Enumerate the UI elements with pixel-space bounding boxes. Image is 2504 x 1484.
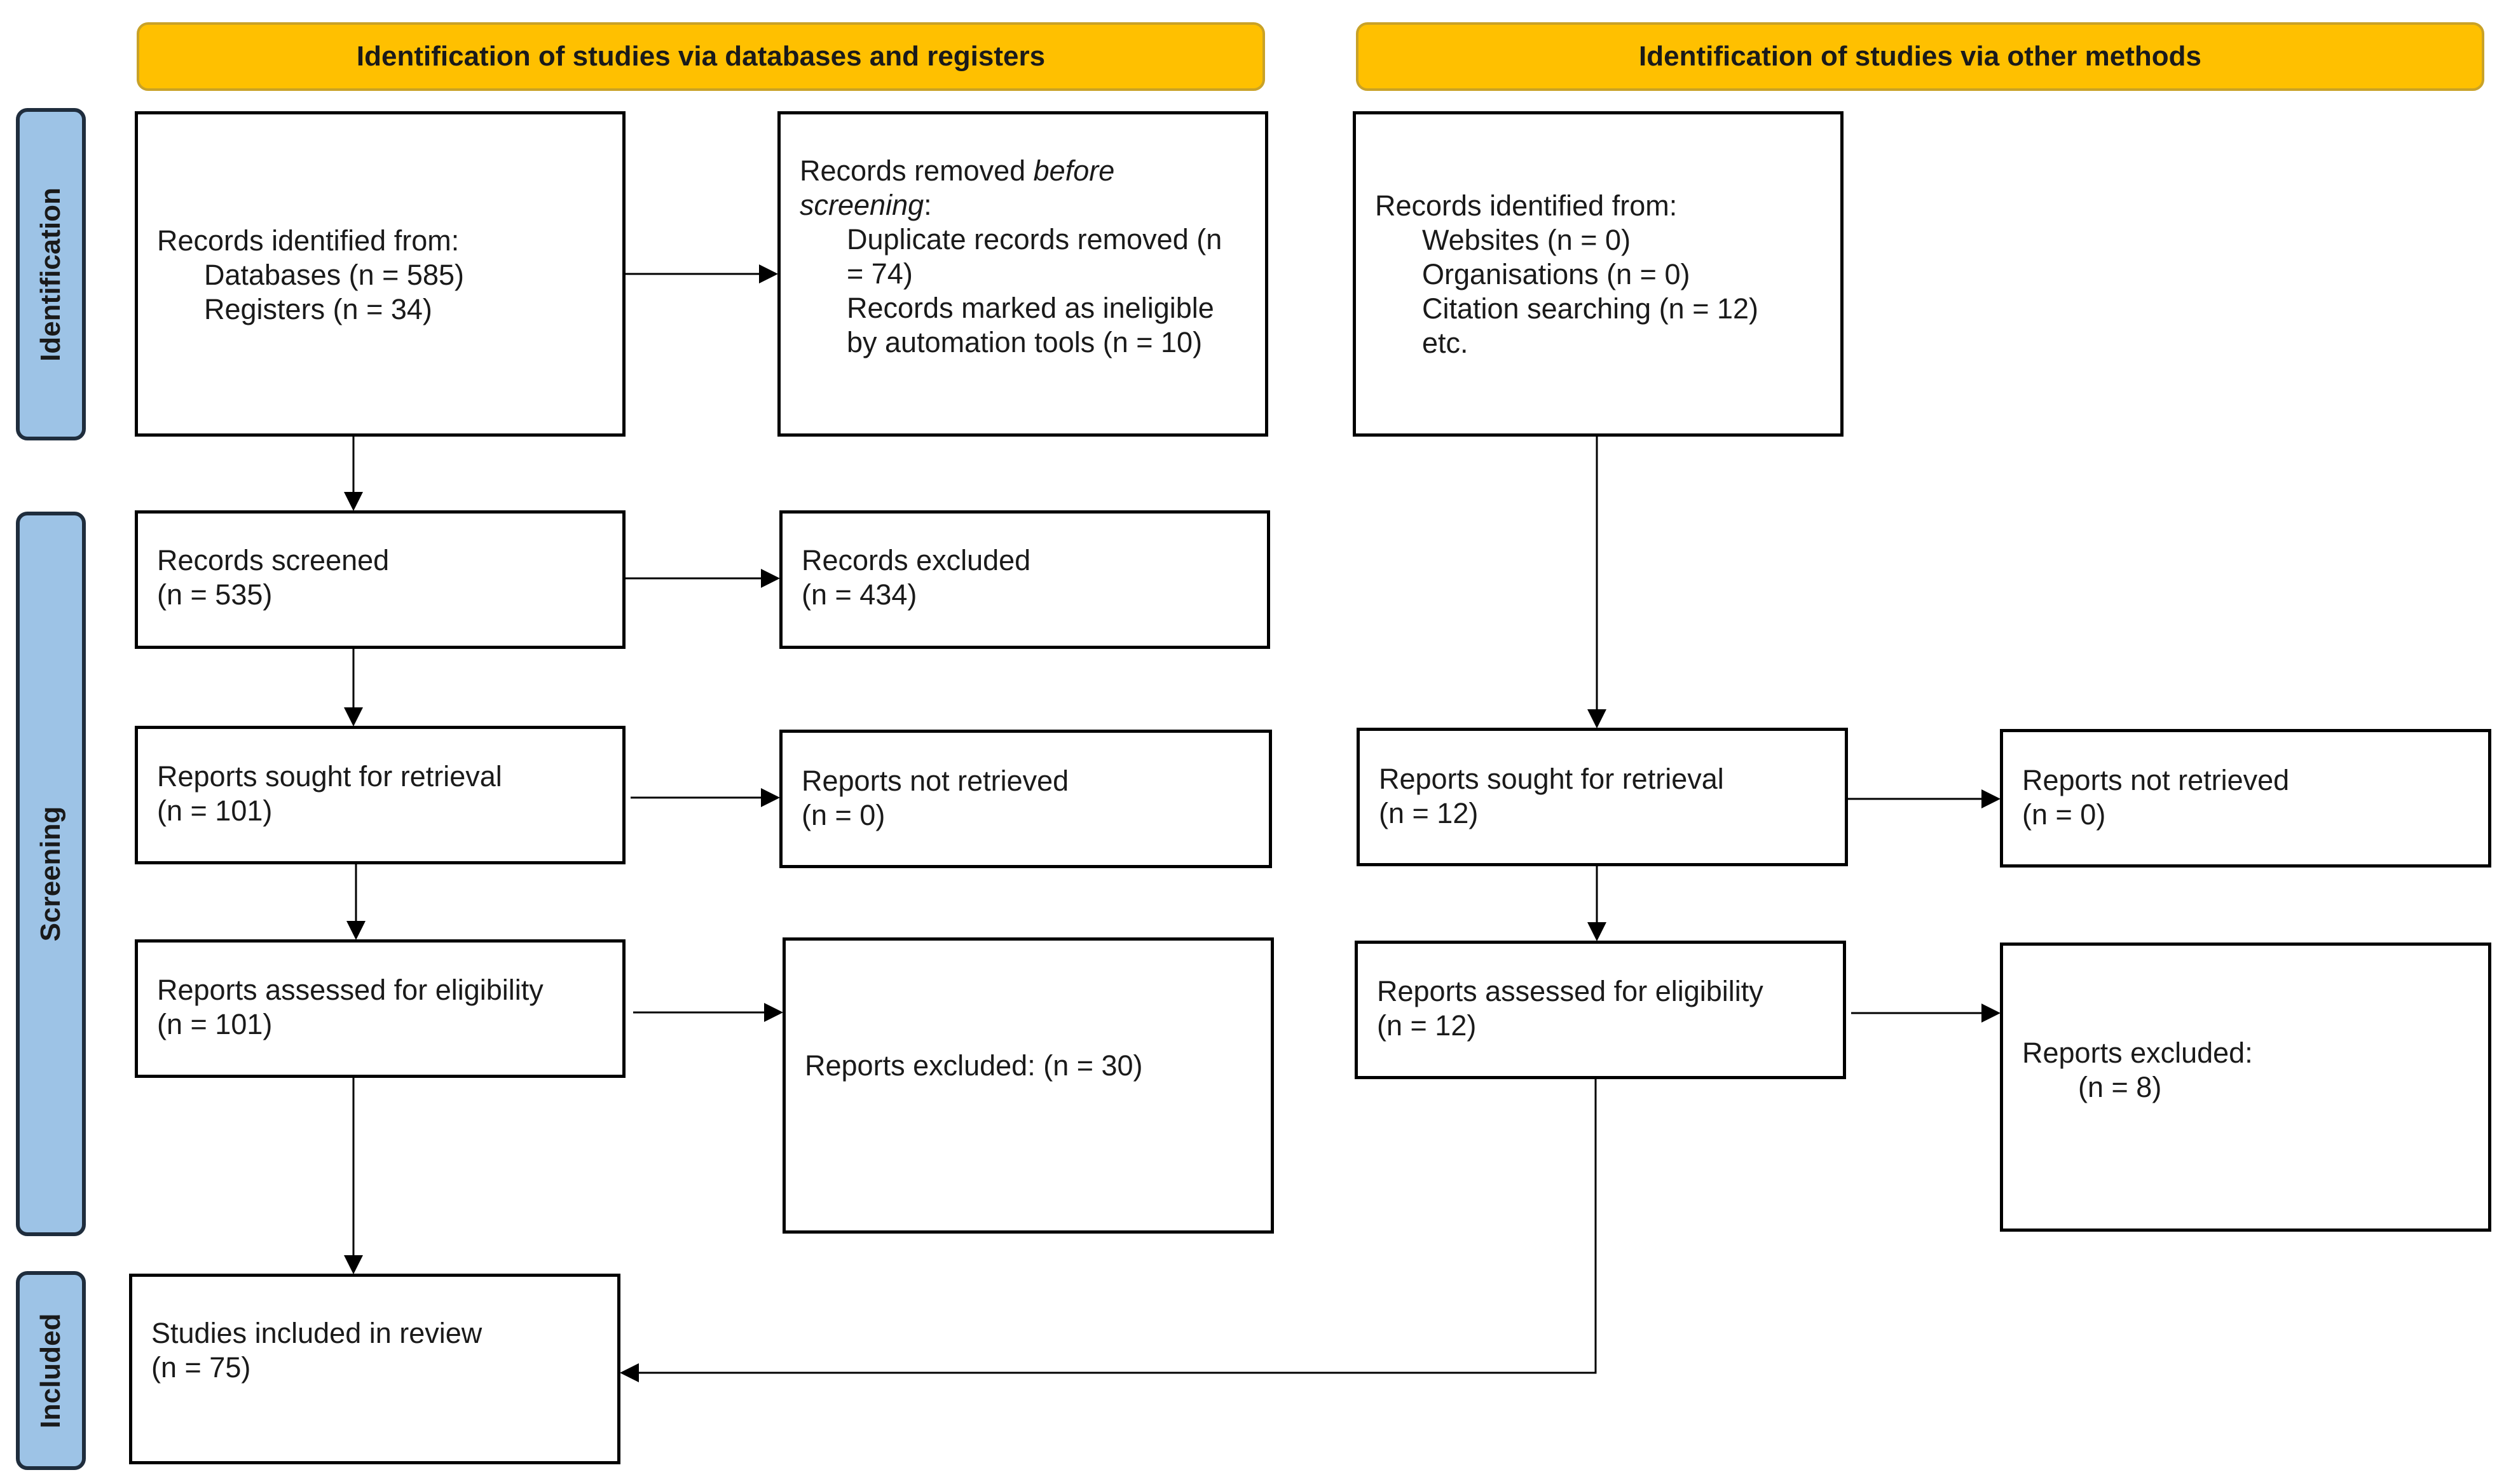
etc-label: etc. (1422, 327, 1468, 359)
records-removed-title-cont: screening: (800, 189, 932, 221)
reports-assessed-box-right: Reports assessed for eligibility (n = 12… (1355, 941, 1846, 1079)
registers-count: Registers (n = 34) (204, 293, 432, 325)
ineligible-line1: Records marked as ineligible (847, 292, 1214, 324)
reports-sought-label-right: Reports sought for retrieval (1379, 763, 1724, 795)
records-identified-intro: Records identified from: (157, 224, 460, 257)
stage-identification: Identification (16, 108, 86, 440)
reports-excluded-box-right: Reports excluded: (n = 8) (2000, 943, 2491, 1232)
reports-sought-count: (n = 101) (157, 794, 273, 827)
records-removed-box: Records removed before screening: Duplic… (777, 111, 1268, 437)
studies-included-label: Studies included in review (151, 1317, 482, 1349)
records-excluded-label: Records excluded (802, 544, 1031, 576)
arrow-assessed-right-to-included (620, 1079, 1597, 1382)
records-removed-title: Records removed before (800, 154, 1115, 187)
stage-screening: Screening (16, 512, 86, 1236)
header-other-label: Identification of studies via other meth… (1639, 41, 2201, 72)
reports-not-retrieved-count: (n = 0) (802, 799, 886, 831)
records-excluded-count: (n = 434) (802, 578, 917, 611)
studies-included-box: Studies included in review (n = 75) (129, 1274, 620, 1464)
reports-excluded-box-left: Reports excluded: (n = 30) (783, 937, 1274, 1234)
duplicates-removed-line2: = 74) (847, 257, 913, 290)
other-identified-intro: Records identified from: (1375, 189, 1678, 222)
reports-excluded-label: Reports excluded: (n = 30) (805, 1049, 1143, 1082)
header-databases-registers: Identification of studies via databases … (137, 22, 1265, 91)
reports-not-retrieved-label: Reports not retrieved (802, 765, 1069, 797)
header-other-methods: Identification of studies via other meth… (1356, 22, 2484, 91)
records-identified-databases-box: Records identified from: Databases (n = … (135, 111, 626, 437)
records-screened-box: Records screened (n = 535) (135, 510, 626, 649)
reports-sought-count-right: (n = 12) (1379, 797, 1479, 829)
reports-excluded-label-right: Reports excluded: (2022, 1037, 2253, 1069)
reports-not-retrieved-count-right: (n = 0) (2022, 798, 2106, 831)
reports-excluded-count-right: (n = 8) (2078, 1071, 2162, 1103)
reports-assessed-label-right: Reports assessed for eligibility (1377, 975, 1763, 1007)
records-screened-label: Records screened (157, 544, 390, 576)
ineligible-line2: by automation tools (n = 10) (847, 326, 1203, 358)
reports-assessed-label: Reports assessed for eligibility (157, 974, 544, 1006)
databases-count: Databases (n = 585) (204, 259, 464, 291)
citation-searching-count: Citation searching (n = 12) (1422, 292, 1759, 325)
duplicates-removed-line1: Duplicate records removed (n (847, 223, 1222, 255)
reports-assessed-box-left: Reports assessed for eligibility (n = 10… (135, 939, 626, 1078)
organisations-count: Organisations (n = 0) (1422, 258, 1690, 290)
reports-assessed-count: (n = 101) (157, 1008, 273, 1040)
records-screened-count: (n = 535) (157, 578, 273, 611)
reports-assessed-count-right: (n = 12) (1377, 1009, 1477, 1042)
reports-sought-box-right: Reports sought for retrieval (n = 12) (1357, 728, 1848, 866)
websites-count: Websites (n = 0) (1422, 224, 1631, 256)
records-identified-other-box: Records identified from: Websites (n = 0… (1353, 111, 1844, 437)
studies-included-count: (n = 75) (151, 1351, 251, 1384)
reports-not-retrieved-box-left: Reports not retrieved (n = 0) (779, 730, 1272, 868)
stage-included: Included (16, 1271, 86, 1470)
header-databases-label: Identification of studies via databases … (356, 41, 1046, 72)
reports-not-retrieved-box-right: Reports not retrieved (n = 0) (2000, 729, 2491, 868)
records-excluded-box: Records excluded (n = 434) (779, 510, 1270, 649)
reports-sought-label: Reports sought for retrieval (157, 760, 502, 793)
reports-sought-box-left: Reports sought for retrieval (n = 101) (135, 726, 626, 864)
reports-not-retrieved-label-right: Reports not retrieved (2022, 764, 2290, 796)
